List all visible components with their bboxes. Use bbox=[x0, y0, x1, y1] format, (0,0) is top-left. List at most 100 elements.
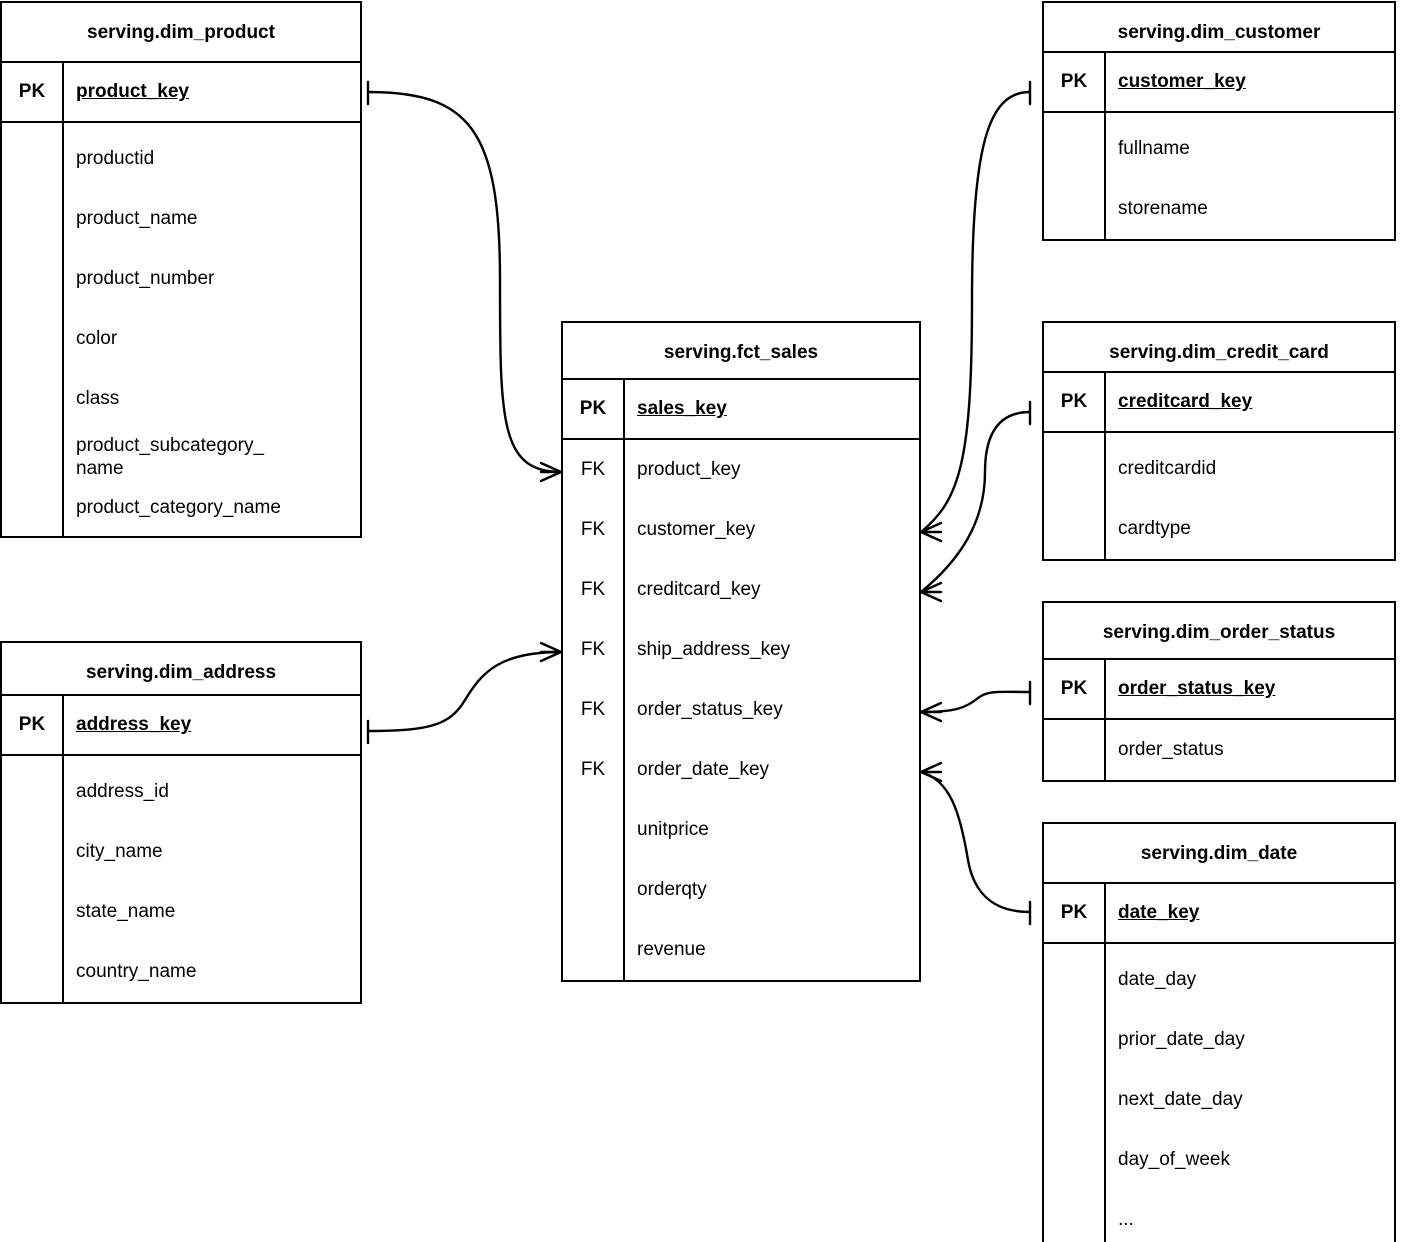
relationship-creditcard-sales bbox=[919, 400, 1032, 603]
entity-dim-product[interactable]: serving.dim_product PK product_key produ… bbox=[0, 1, 362, 538]
row-fk-customer-key[interactable]: FK customer_key bbox=[563, 500, 919, 560]
attribute-row: state_name bbox=[76, 901, 176, 923]
crow-foot-sales-creditcard bbox=[919, 581, 943, 603]
entity-title-dim-product: serving.dim_product bbox=[2, 3, 360, 63]
attribute-row: country_name bbox=[76, 961, 197, 983]
attribute-row: creditcardid bbox=[1118, 458, 1217, 480]
row-fk-order-status-key[interactable]: FK order_status_key bbox=[563, 680, 919, 740]
entity-dim-order-status[interactable]: serving.dim_order_status PK order_status… bbox=[1042, 601, 1396, 782]
attribute-gutter bbox=[2, 756, 64, 1002]
attribute-row: class bbox=[76, 388, 120, 410]
pk-label: PK bbox=[1044, 373, 1106, 431]
entity-title-dim-customer: serving.dim_customer bbox=[1044, 3, 1394, 53]
pk-label: PK bbox=[1044, 53, 1106, 111]
attribute-list-dim-customer: fullname storename bbox=[1106, 113, 1394, 239]
fk-label: FK bbox=[563, 620, 625, 680]
fk-label: FK bbox=[563, 680, 625, 740]
attribute-row: city_name bbox=[76, 841, 163, 863]
attribute-row: order_status bbox=[1118, 739, 1224, 761]
row-fk-ship-address-key[interactable]: FK ship_address_key bbox=[563, 620, 919, 680]
attribute-row: fullname bbox=[1118, 138, 1190, 160]
attribute-row: next_date_day bbox=[1118, 1089, 1243, 1111]
pk-label: PK bbox=[2, 63, 64, 121]
attribute-list-dim-product: productid product_name product_number co… bbox=[64, 123, 360, 536]
crow-foot-sales-product bbox=[539, 461, 563, 483]
row-pk-dim-customer[interactable]: PK customer_key bbox=[1044, 53, 1394, 113]
fk-field-name: creditcard_key bbox=[637, 579, 761, 601]
entity-title-dim-credit-card: serving.dim_credit_card bbox=[1044, 323, 1394, 373]
pk-field-name: order_status_key bbox=[1118, 678, 1276, 700]
row-fk-creditcard-key[interactable]: FK creditcard_key bbox=[563, 560, 919, 620]
attribute-gutter bbox=[563, 800, 625, 980]
entity-dim-customer[interactable]: serving.dim_customer PK customer_key ful… bbox=[1042, 1, 1396, 241]
attribute-list-dim-address: address_id city_name state_name country_… bbox=[64, 756, 360, 1002]
relationship-customer-sales bbox=[919, 80, 1032, 543]
row-pk-fct-sales[interactable]: PK sales_key bbox=[563, 380, 919, 440]
fk-label: FK bbox=[563, 740, 625, 800]
attribute-row: address_id bbox=[76, 781, 169, 803]
attribute-list-dim-credit-card: creditcardid cardtype bbox=[1106, 433, 1394, 559]
measure-row: unitprice bbox=[637, 819, 709, 841]
entity-title-dim-order-status: serving.dim_order_status bbox=[1044, 603, 1394, 660]
attribute-list-dim-order-status: order_status bbox=[1106, 720, 1394, 780]
attribute-list-dim-date: date_day prior_date_day next_date_day da… bbox=[1106, 944, 1394, 1242]
row-pk-dim-product[interactable]: PK product_key bbox=[2, 63, 360, 123]
entity-title-fct-sales: serving.fct_sales bbox=[563, 323, 919, 380]
attribute-row: product_number bbox=[76, 268, 215, 290]
pk-label: PK bbox=[2, 696, 64, 754]
row-pk-dim-date[interactable]: PK date_key bbox=[1044, 884, 1394, 944]
pk-label: PK bbox=[1044, 660, 1106, 718]
pk-field-name: sales_key bbox=[637, 398, 727, 420]
attribute-row: storename bbox=[1118, 198, 1208, 220]
measure-block-fct-sales: unitprice orderqty revenue bbox=[563, 800, 919, 980]
attribute-row: prior_date_day bbox=[1118, 1029, 1245, 1051]
pk-field-name: address_key bbox=[76, 714, 192, 736]
attribute-gutter bbox=[1044, 433, 1106, 559]
pk-field-name: date_key bbox=[1118, 902, 1200, 924]
attribute-block-dim-credit-card: creditcardid cardtype bbox=[1044, 433, 1394, 559]
pk-label: PK bbox=[1044, 884, 1106, 942]
fk-field-name: order_date_key bbox=[637, 759, 770, 781]
entity-dim-address[interactable]: serving.dim_address PK address_key addre… bbox=[0, 641, 362, 1004]
pk-label: PK bbox=[563, 380, 625, 438]
fk-field-name: customer_key bbox=[637, 519, 756, 541]
fk-label: FK bbox=[563, 560, 625, 620]
measure-row: revenue bbox=[637, 939, 706, 961]
pk-field-name: customer_key bbox=[1118, 71, 1246, 93]
row-fk-order-date-key[interactable]: FK order_date_key bbox=[563, 740, 919, 800]
relationship-address-sales bbox=[366, 641, 563, 745]
attribute-row: date_day bbox=[1118, 969, 1197, 991]
relationship-product-sales bbox=[366, 80, 563, 483]
fk-field-name: product_key bbox=[637, 459, 741, 481]
attribute-row: product_subcategory_ name bbox=[76, 434, 265, 479]
attribute-row: cardtype bbox=[1118, 518, 1191, 540]
measure-list-fct-sales: unitprice orderqty revenue bbox=[625, 800, 919, 980]
fk-label: FK bbox=[563, 440, 625, 500]
entity-dim-date[interactable]: serving.dim_date PK date_key date_day pr… bbox=[1042, 822, 1396, 1242]
crow-foot-sales-customer bbox=[919, 521, 943, 543]
attribute-row: product_category_name bbox=[76, 497, 281, 519]
entity-dim-credit-card[interactable]: serving.dim_credit_card PK creditcard_ke… bbox=[1042, 321, 1396, 561]
pk-field-name: creditcard_key bbox=[1118, 391, 1253, 413]
row-fk-product-key[interactable]: FK product_key bbox=[563, 440, 919, 500]
pk-field-name: product_key bbox=[76, 81, 189, 103]
crow-foot-sales-date bbox=[919, 761, 943, 783]
fk-label: FK bbox=[563, 500, 625, 560]
attribute-row: product_name bbox=[76, 208, 198, 230]
crow-foot-sales-orderstatus bbox=[919, 701, 943, 723]
crow-foot-sales-address bbox=[539, 641, 563, 663]
relationship-date-sales bbox=[919, 761, 1032, 926]
entity-title-dim-address: serving.dim_address bbox=[2, 643, 360, 696]
row-pk-dim-order-status[interactable]: PK order_status_key bbox=[1044, 660, 1394, 720]
fk-field-name: ship_address_key bbox=[637, 639, 791, 661]
entity-fct-sales[interactable]: serving.fct_sales PK sales_key FK produc… bbox=[561, 321, 921, 982]
row-pk-dim-credit-card[interactable]: PK creditcard_key bbox=[1044, 373, 1394, 433]
attribute-gutter bbox=[1044, 720, 1106, 780]
row-pk-dim-address[interactable]: PK address_key bbox=[2, 696, 360, 756]
attribute-gutter bbox=[1044, 113, 1106, 239]
attribute-block-dim-date: date_day prior_date_day next_date_day da… bbox=[1044, 944, 1394, 1242]
relationship-orderstatus-sales bbox=[919, 680, 1032, 723]
attribute-block-dim-product: productid product_name product_number co… bbox=[2, 123, 360, 536]
entity-title-dim-date: serving.dim_date bbox=[1044, 824, 1394, 884]
